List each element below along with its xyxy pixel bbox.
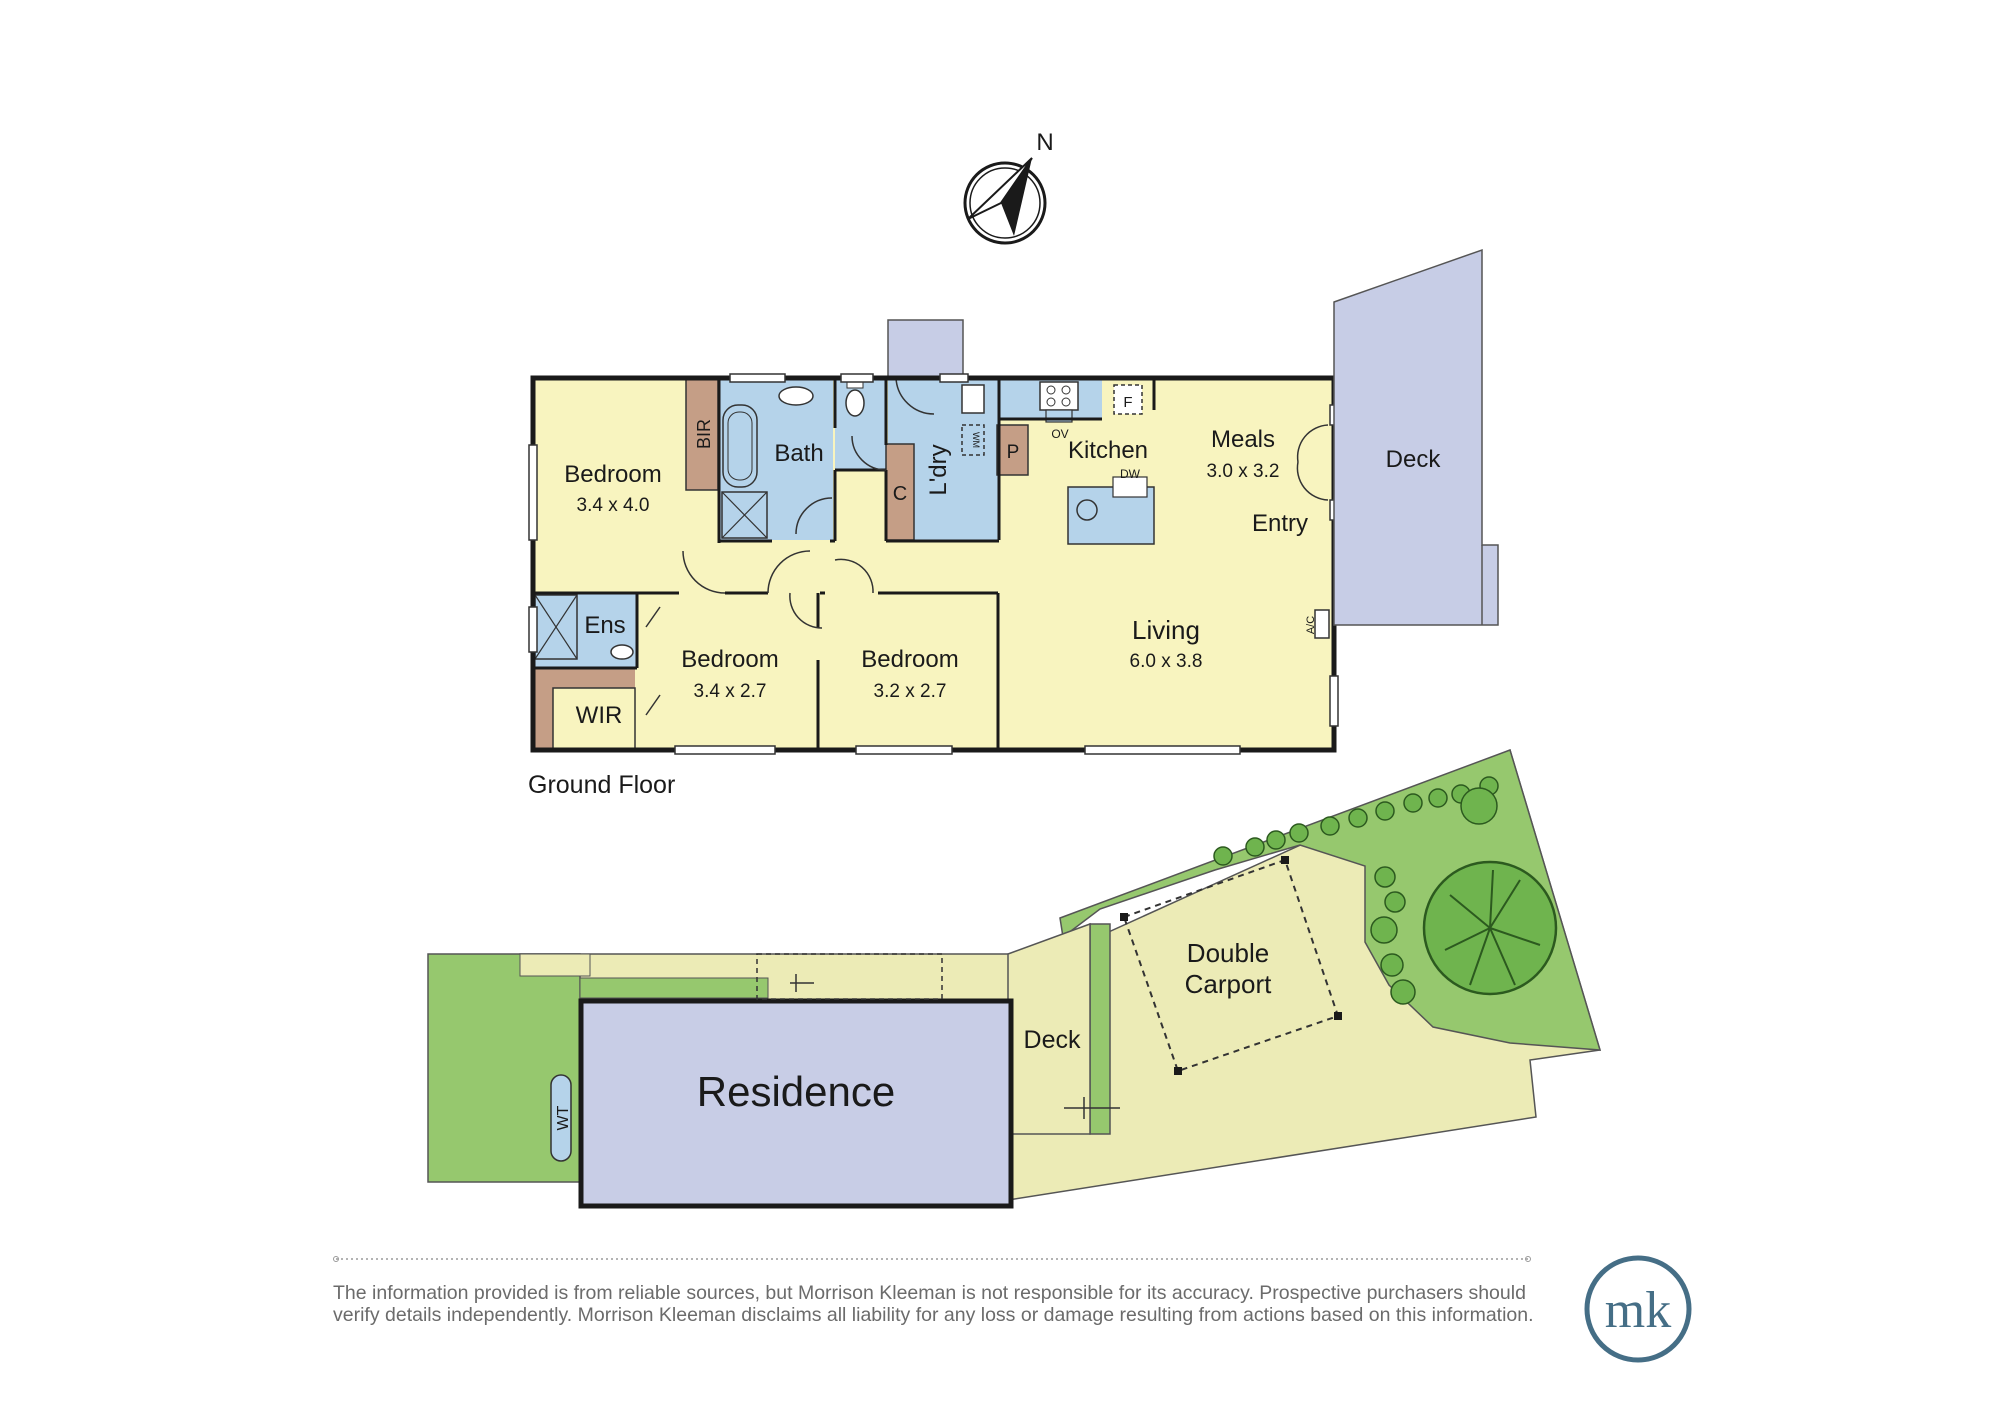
north-arrow-icon: N	[963, 129, 1054, 245]
label-dishwasher: DW	[1120, 467, 1141, 481]
room-name-laundry: L'dry	[925, 444, 952, 495]
disclaimer-line-1: The information provided is from reliabl…	[333, 1282, 1526, 1304]
brand-logo-text: mk	[1605, 1282, 1671, 1339]
label-aircon: A/C	[1305, 616, 1317, 634]
label-fridge: F	[1123, 394, 1132, 411]
room-name-bir: BIR	[694, 419, 714, 449]
room-name-meals: Meals	[1211, 426, 1275, 453]
site-label-carport-line2: Carport	[1185, 969, 1272, 999]
room-size-bedroom-3: 3.2 x 2.7	[874, 681, 947, 702]
north-label: N	[1036, 129, 1053, 156]
room-name-bedroom-3: Bedroom	[861, 646, 958, 673]
label-oven: OV	[1051, 427, 1068, 441]
room-name-ensuite: Ens	[584, 612, 625, 639]
room-name-bedroom-2: Bedroom	[681, 646, 778, 673]
room-size-living: 6.0 x 3.8	[1130, 651, 1203, 672]
label-washing-machine: WM	[971, 432, 981, 448]
room-name-kitchen: Kitchen	[1068, 437, 1148, 464]
tree-icon	[1422, 860, 1558, 996]
brand-logo: mk	[1584, 1255, 1692, 1363]
room-name-pantry: P	[1007, 442, 1020, 463]
room-name-bath: Bath	[774, 440, 823, 467]
room-name-deck: Deck	[1386, 446, 1442, 473]
site-label-carport-line1: Double	[1187, 938, 1269, 968]
site-plan: Residence Deck Double Carport WT	[427, 748, 1602, 1209]
room-name-cupboard: C	[893, 483, 907, 505]
disclaimer-line-2: verify details independently. Morrison K…	[333, 1304, 1534, 1326]
room-name-living: Living	[1132, 615, 1200, 645]
site-label-deck: Deck	[1024, 1026, 1081, 1054]
site-label-residence: Residence	[697, 1068, 895, 1115]
disclaimer-text: The information provided is from reliabl…	[333, 1282, 1534, 1326]
ground-floor-caption: Ground Floor	[528, 771, 675, 799]
room-size-bedroom-main: 3.4 x 4.0	[577, 495, 650, 516]
ground-floor-plan: Bedroom 3.4 x 4.0 BIR Bath C L'dry WM P …	[528, 248, 1499, 799]
room-name-wir: WIR	[576, 702, 623, 729]
room-size-bedroom-2: 3.4 x 2.7	[694, 681, 767, 702]
room-size-meals: 3.0 x 3.2	[1207, 461, 1280, 482]
room-name-entry: Entry	[1252, 510, 1308, 537]
site-label-water-tank: WT	[555, 1105, 572, 1130]
room-name-bedroom-main: Bedroom	[564, 461, 661, 488]
